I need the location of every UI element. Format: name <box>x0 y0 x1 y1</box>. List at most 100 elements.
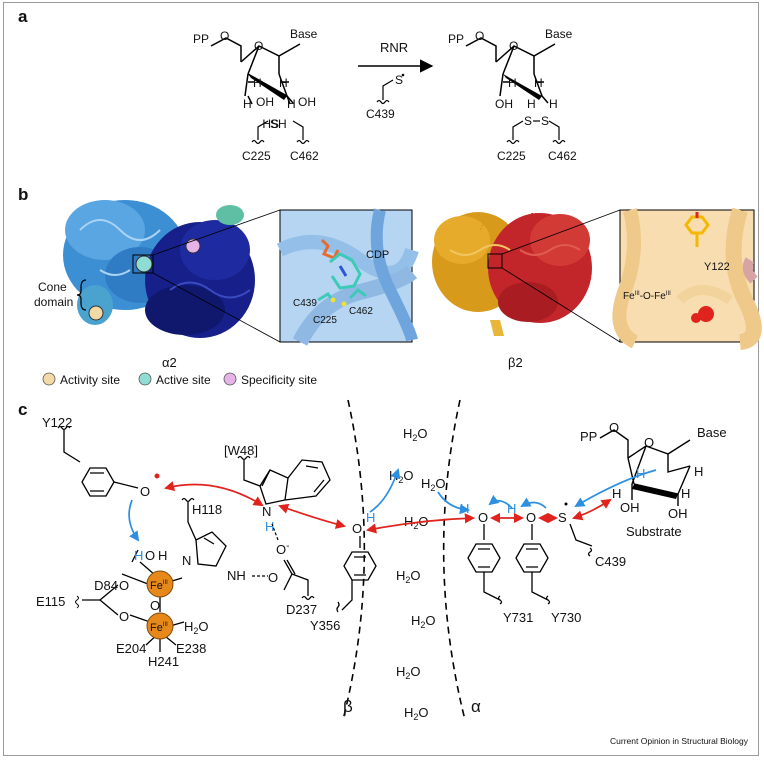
substrate-h-label: H <box>694 464 703 479</box>
ribose-bold-edge <box>503 74 542 100</box>
radical-dot <box>401 73 405 77</box>
beta2-structure <box>432 212 592 336</box>
brace-icon <box>76 279 87 311</box>
alpha2-structure <box>63 200 255 338</box>
alpha-label: α <box>471 697 481 716</box>
substrate-oh-label: OH <box>668 506 688 521</box>
cdp-label: CDP <box>366 249 389 261</box>
c439-residue <box>569 523 593 557</box>
water-label: H2O <box>396 568 421 585</box>
alpha2-label: α2 <box>162 355 177 370</box>
d237-o-label: O <box>268 570 278 585</box>
zoom-line <box>152 272 281 343</box>
fe-cluster-label: FeIII-O-FeIII <box>623 291 671 302</box>
y122-o-label: O <box>140 484 150 499</box>
e115-label: E115 <box>36 594 65 609</box>
sh-label: SH <box>270 117 287 131</box>
y731-o-label: O <box>478 510 488 525</box>
h241-label: H241 <box>148 654 179 669</box>
rnr-label: RNR <box>380 40 408 55</box>
alpha-interface-line <box>442 399 466 721</box>
y730-h-label: H <box>507 501 516 516</box>
zoom-box <box>487 253 503 269</box>
o-label: O <box>119 609 129 624</box>
y356-label: Y356 <box>310 618 340 633</box>
zoom-line <box>501 209 621 255</box>
h-label: H <box>527 97 536 111</box>
y122-residue <box>57 425 139 497</box>
substrate-label: Substrate <box>626 524 682 539</box>
radical-dot <box>154 473 160 479</box>
activity-site-marker <box>88 305 104 321</box>
water-label: H2O <box>404 705 429 722</box>
hs-label: HS <box>262 117 279 131</box>
c462-label: C462 <box>349 306 373 317</box>
s-label: S <box>524 114 532 128</box>
c225-label: C225 <box>242 149 271 163</box>
d237-residue <box>283 559 315 601</box>
zoom-box <box>132 254 154 274</box>
substrate-h-label: H <box>636 466 645 481</box>
beta2-label: β2 <box>508 355 523 370</box>
h-label: H <box>549 97 558 111</box>
radical-dot <box>564 502 568 506</box>
site-legend: Activity site Active site Specificity si… <box>42 372 317 387</box>
disulfide-product <box>506 120 566 145</box>
c439-label: C439 <box>595 554 626 569</box>
h-label: H <box>243 97 252 111</box>
ring-o-label: O <box>254 39 263 53</box>
water-o-label: O <box>145 548 155 563</box>
cysteines-reactant <box>251 120 310 145</box>
oh-label: OH <box>256 95 274 109</box>
legend-label-specificity: Specificity site <box>241 373 317 387</box>
substrate-h-label: H <box>612 486 621 501</box>
s-radical-label: S <box>395 73 403 87</box>
pp-label: PP <box>448 32 464 46</box>
c439-label: C439 <box>293 298 317 309</box>
panel-c-label: c <box>18 400 27 419</box>
d237-label: D237 <box>286 602 317 617</box>
figure-frame <box>3 2 759 756</box>
o-label: O <box>475 29 484 43</box>
h-label: H <box>253 76 262 90</box>
fe-cluster <box>75 549 185 652</box>
ribose-bold-edge <box>248 74 287 100</box>
o-bridge-label: O <box>150 598 160 613</box>
cone-domain-label: domain <box>34 295 73 309</box>
proton-transfer-arrows <box>128 468 657 542</box>
y122-label: Y122 <box>704 261 730 273</box>
beta2-inset <box>612 207 762 350</box>
legend-label-active: Active site <box>156 373 211 387</box>
c225-label: C225 <box>497 149 526 163</box>
substrate-h-label: H <box>681 486 690 501</box>
legend-label-activity: Activity site <box>60 373 120 387</box>
y730-residue <box>515 524 551 605</box>
water-label: H2O <box>396 664 421 681</box>
h118-label: H118 <box>192 502 222 517</box>
specificity-site-marker <box>185 238 201 254</box>
y356-residue <box>336 536 377 613</box>
h118-n-label: N <box>182 553 191 568</box>
legend-swatch-activity <box>42 372 56 386</box>
c439-s-label: S <box>558 510 567 525</box>
base-label: Base <box>545 27 573 41</box>
cone-domain-label: Cone <box>38 280 67 294</box>
water-label: H2O <box>421 476 446 493</box>
electron-transfer-arrows <box>164 481 612 534</box>
ribose-product <box>465 37 556 104</box>
ribose-bold-edge <box>632 484 678 499</box>
zoom-line <box>501 267 621 343</box>
water2-label: H2O <box>184 619 209 636</box>
h-label: H <box>534 76 543 90</box>
y730-o-label: O <box>526 510 536 525</box>
substrate-ring-o: O <box>644 435 654 450</box>
substrate-oh-label: OH <box>620 500 640 515</box>
hbond-dash <box>271 523 279 541</box>
w48-h-label: H <box>265 519 274 534</box>
c225-label: C225 <box>313 315 337 326</box>
beta-interface-line <box>342 399 366 721</box>
alpha2-inset <box>276 208 419 346</box>
h118-nh-label: NH <box>227 568 246 583</box>
oh-label: OH <box>495 97 513 111</box>
